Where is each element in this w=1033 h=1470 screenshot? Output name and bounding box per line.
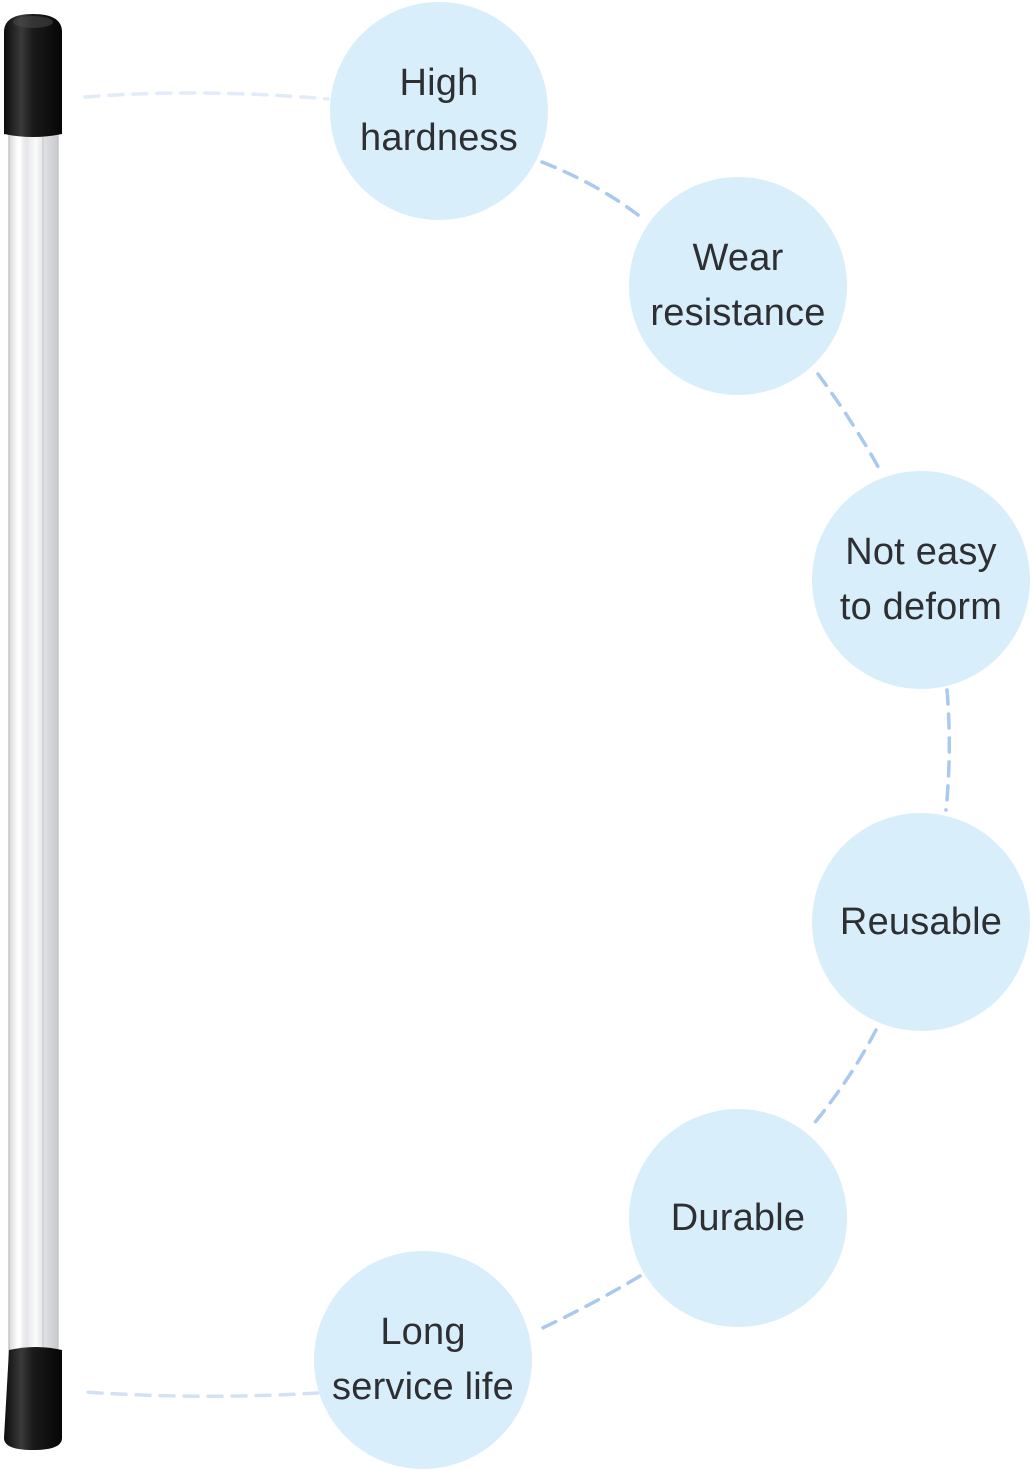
feature-durable: Durable <box>629 1109 847 1327</box>
connector-long-service-life-to-rod <box>83 1390 320 1399</box>
connector-wear-resistance-to-not-easy-to-deform <box>816 372 882 472</box>
rod-bottom-cap <box>4 1347 62 1450</box>
connector-reusable-to-durable <box>810 1028 878 1128</box>
feature-wear-resistance: Wear resistance <box>629 177 847 395</box>
rod-illustration <box>4 14 62 1450</box>
feature-long-service-life: Long service life <box>314 1251 532 1469</box>
feature-label: Reusable <box>839 900 1003 943</box>
rod-tube <box>8 119 59 1361</box>
feature-high-hardness: High hardness <box>330 2 548 220</box>
connector-durable-to-long-service-life <box>532 1274 642 1334</box>
connector-not-easy-to-deform-to-reusable <box>944 688 952 812</box>
feature-label: High hardness <box>360 62 518 159</box>
connector-rod-to-high-hardness <box>83 91 330 101</box>
feature-not-easy-to-deform: Not easy to deform <box>812 471 1030 689</box>
feature-label: Wear resistance <box>650 237 826 334</box>
rod-top-cap <box>4 14 62 137</box>
connector-high-hardness-to-wear-resistance <box>540 160 644 220</box>
feature-reusable: Reusable <box>812 813 1030 1031</box>
feature-label: Not easy to deform <box>839 531 1003 628</box>
feature-label: Long service life <box>332 1311 514 1408</box>
feature-label: Durable <box>670 1196 806 1239</box>
